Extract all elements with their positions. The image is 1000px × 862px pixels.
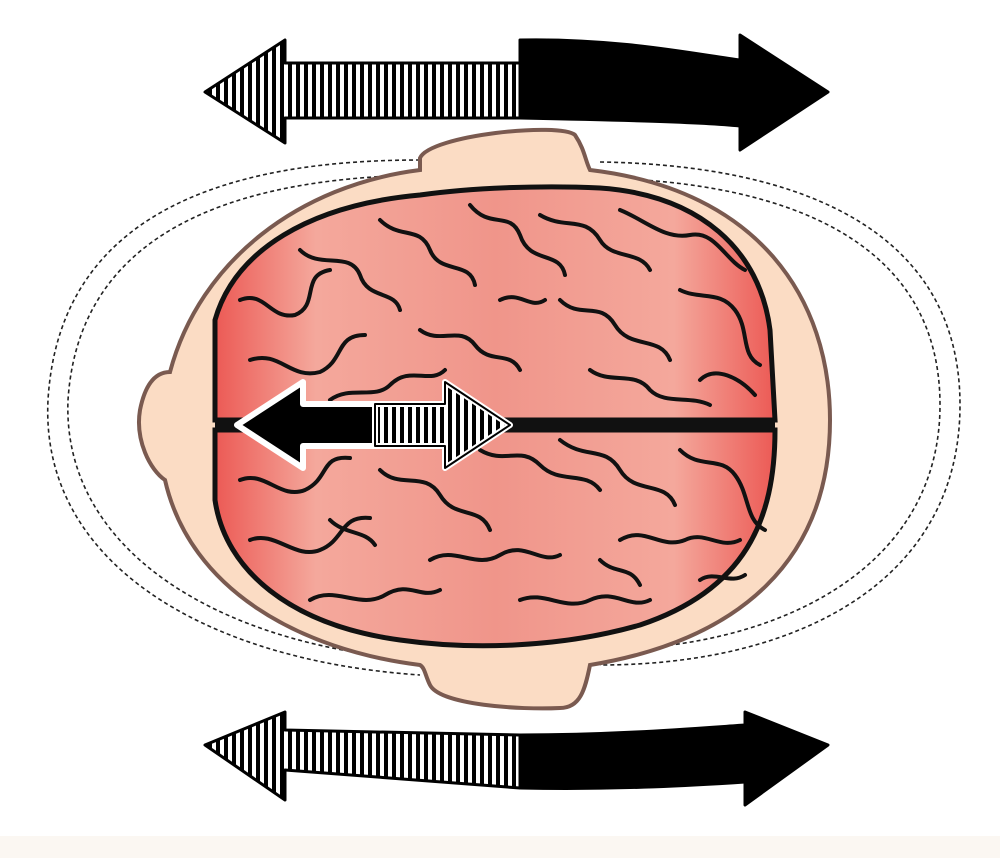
- dashed-outline-right: [599, 161, 961, 666]
- bottom-arrow-icon: [203, 710, 830, 807]
- dashed-outline-left: [47, 159, 421, 676]
- top-arrow-icon: [203, 33, 830, 152]
- center-arrow-icon: [234, 379, 513, 471]
- footer-strip: [0, 836, 1000, 858]
- brain: [212, 184, 778, 649]
